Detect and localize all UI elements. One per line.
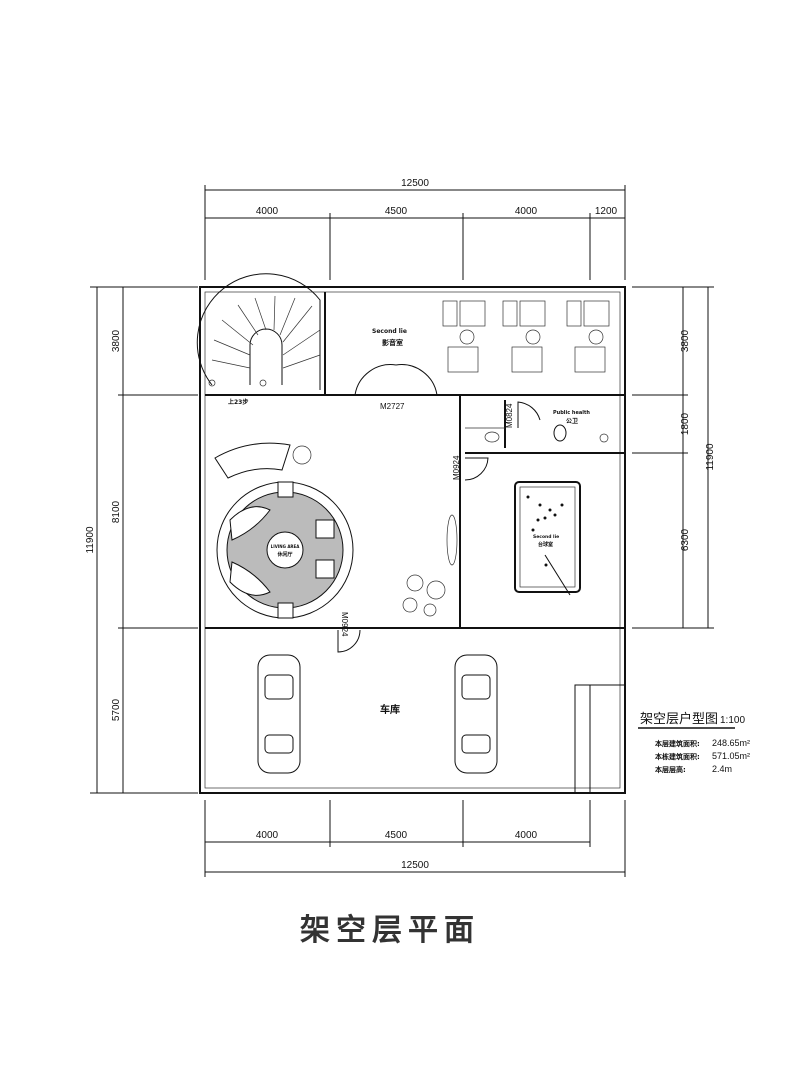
- door-m0824: M0824: [505, 403, 514, 428]
- exterior-stair: [574, 684, 626, 794]
- garage: 车库: [257, 654, 626, 794]
- garage-label: 车库: [380, 703, 400, 716]
- legend-row-label: 本层层高:: [654, 765, 686, 774]
- dim-right-total: 11900: [705, 443, 716, 471]
- toilet-room: M0824 Public health 公卫 M0924: [452, 401, 609, 481]
- toilet-label-en: Public health: [553, 410, 590, 416]
- dim-top-2: 4500: [385, 206, 408, 217]
- living-area: LIVING AREA 休闲厅 M0924: [214, 442, 458, 653]
- av-room-label-cn: 影音室: [382, 338, 403, 347]
- av-room: Second lie 影音室 M2727: [354, 300, 610, 411]
- dim-bottom-2: 4500: [385, 830, 408, 841]
- legend: 架空层户型图 1:100 本层建筑面积: 248.65m² 本栋建筑面积: 57…: [634, 700, 774, 790]
- legend-row-label: 本栋建筑面积:: [654, 752, 700, 761]
- door-m2727: M2727: [380, 402, 405, 411]
- stair-label: 上23步: [228, 398, 248, 406]
- living-label-en: LIVING AREA: [271, 544, 301, 549]
- legend-row-value: 248.65m²: [712, 738, 750, 748]
- dim-bottom-3: 4000: [515, 830, 538, 841]
- av-room-label-en: Second lie: [372, 328, 407, 335]
- dim-right-3: 6300: [680, 528, 691, 551]
- right-dimensions: 11900 3800 1800 6300: [632, 286, 716, 629]
- dim-top-3: 4000: [515, 206, 538, 217]
- dim-bottom-1: 4000: [256, 830, 279, 841]
- dim-bottom-total: 12500: [401, 860, 429, 871]
- spiral-stair: 上23步: [196, 273, 321, 406]
- dim-left-1: 3800: [111, 329, 122, 352]
- door-m0924-b: M0924: [340, 612, 349, 637]
- dim-right-1: 3800: [680, 329, 691, 352]
- legend-row-value: 571.05m²: [712, 751, 750, 761]
- dim-top-1: 4000: [256, 206, 279, 217]
- billiard-label-en: Second lie: [533, 534, 559, 540]
- dim-left-3: 5700: [111, 698, 122, 721]
- dim-left-total: 11900: [85, 526, 96, 554]
- car-right: [454, 654, 498, 774]
- legend-heading: 架空层户型图: [640, 711, 718, 727]
- left-dimensions: 11900 3800 8100 5700: [85, 286, 198, 794]
- dim-left-2: 8100: [111, 500, 122, 523]
- legend-row-label: 本层建筑面积:: [654, 739, 700, 748]
- bottom-dimensions: 4000 4500 4000 12500: [204, 800, 626, 877]
- car-left: [257, 654, 301, 774]
- plants: [402, 574, 446, 617]
- dim-top-4: 1200: [595, 206, 618, 217]
- legend-scale: 1:100: [720, 715, 745, 726]
- top-dimensions: 12500 4000 4500 4000 1200: [204, 178, 626, 280]
- armchairs: [442, 300, 610, 373]
- page-title: 架空层平面: [300, 913, 480, 948]
- door-m0924-a: M0924: [452, 455, 461, 480]
- walls: [199, 286, 626, 794]
- billiard-room: Second lie 台球室: [514, 481, 581, 596]
- dim-right-2: 1800: [680, 412, 691, 435]
- dim-top-total: 12500: [401, 178, 429, 189]
- legend-row-value: 2.4m: [712, 764, 732, 774]
- living-label-cn: 休闲厅: [276, 551, 292, 558]
- billiard-label-cn: 台球室: [538, 541, 553, 548]
- toilet-label-cn: 公卫: [566, 418, 578, 425]
